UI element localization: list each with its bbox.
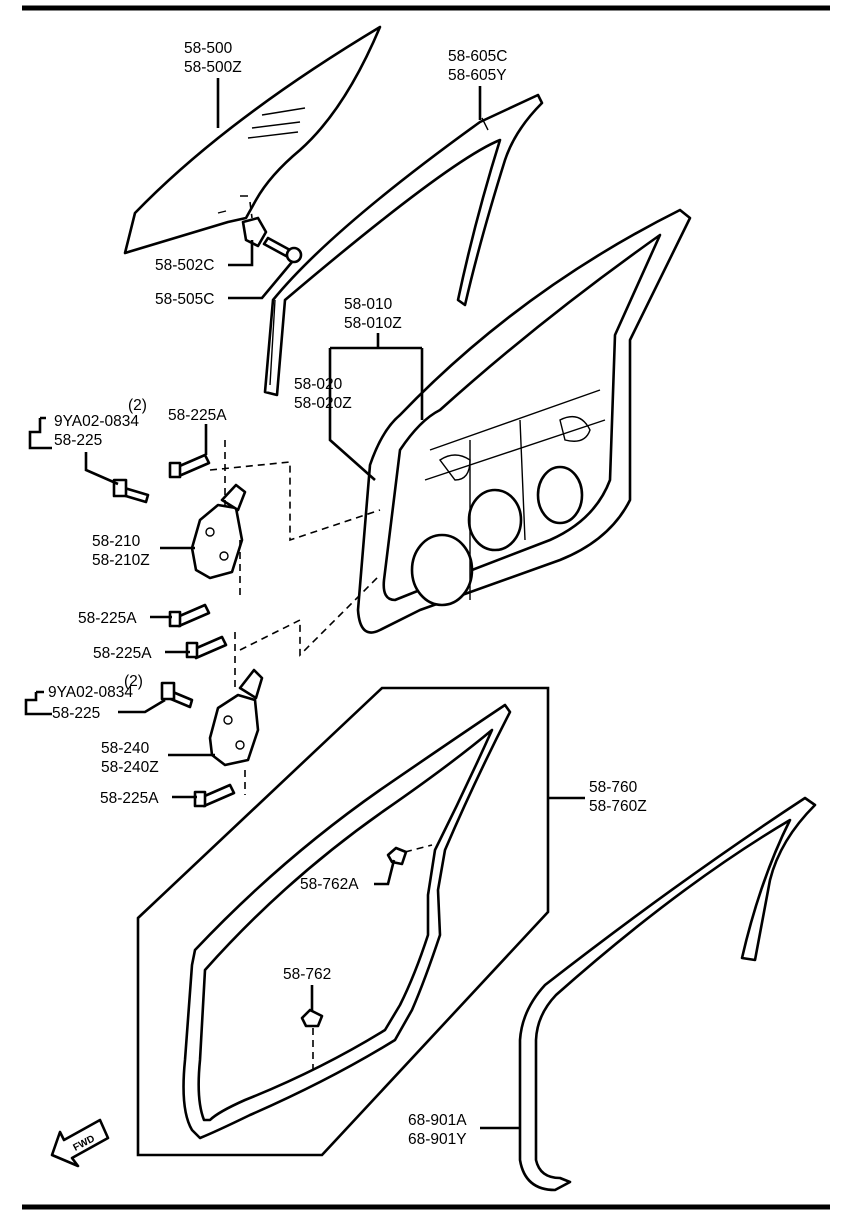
label-glass-2: 58-500Z [184, 59, 242, 76]
bottom-bolt[interactable] [193, 783, 236, 808]
label-seal-2: 68-901Y [408, 1131, 467, 1148]
glass-clip[interactable] [241, 201, 268, 248]
speaker-opening-upper [467, 488, 523, 552]
weatherstrip-clip[interactable] [300, 1008, 324, 1070]
label-door-shell-1: 58-010 [344, 296, 393, 313]
upper-hinge-bolt-ref[interactable] [112, 478, 150, 504]
leader-ref-upper [84, 452, 119, 486]
service-hole [536, 465, 584, 525]
middle-bolt-2[interactable] [185, 635, 228, 660]
glass-screw[interactable] [262, 236, 303, 264]
label-hinge-lower-2: 58-240Z [101, 759, 159, 776]
label-seal-1: 68-901A [408, 1112, 467, 1129]
label-hinge-lower-1: 58-240 [101, 740, 150, 757]
label-ref-upper-code: 9YA02-0834 [54, 413, 139, 430]
weatherstrip-box [136, 686, 550, 1157]
label-ref-lower-code: 9YA02-0834 [48, 684, 133, 701]
leader-clip-762a [374, 859, 396, 886]
middle-bolt-1[interactable] [168, 603, 211, 628]
glass-run-channel[interactable] [263, 93, 544, 397]
speaker-opening-lower [410, 533, 474, 607]
label-clip-762a: 58-762A [300, 876, 359, 893]
label-bolt-upper-top: 58-225A [168, 407, 227, 424]
label-door-panel-1: 58-020 [294, 376, 343, 393]
bracket-ref-lower [24, 690, 52, 716]
window-glass[interactable] [123, 25, 382, 255]
label-glass-1: 58-500 [184, 40, 233, 57]
label-door-panel-2: 58-020Z [294, 395, 352, 412]
label-bolt-mid2: 58-225A [93, 645, 152, 662]
fwd-arrow-icon [50, 1118, 110, 1168]
label-door-shell-2: 58-010Z [344, 315, 402, 332]
label-weatherstrip-2: 58-760Z [589, 798, 647, 815]
label-screw-505c: 58-505C [155, 291, 214, 308]
leader-clip-502c [228, 240, 254, 267]
label-hinge-upper-2: 58-210Z [92, 552, 150, 569]
label-ref-lower-qty: (2) [124, 673, 143, 690]
leader-door [328, 333, 424, 481]
weatherstrip-clip-a[interactable] [386, 844, 433, 866]
leader-ref-lower [118, 698, 166, 714]
label-clip-502c: 58-502C [155, 257, 214, 274]
lower-hinge-bolt-ref[interactable] [160, 681, 194, 709]
label-bolt-mid1: 58-225A [78, 610, 137, 627]
label-ref-lower-part: 58-225 [52, 705, 100, 722]
label-hinge-upper-1: 58-210 [92, 533, 141, 550]
lower-hinge[interactable] [208, 668, 264, 767]
label-bolt-bottom: 58-225A [100, 790, 159, 807]
label-ref-upper-part: 58-225 [54, 432, 102, 449]
assembly-lines [209, 440, 381, 795]
label-clip-762: 58-762 [283, 966, 331, 983]
upper-hinge-bolt-top[interactable] [168, 453, 211, 479]
label-weatherstrip-1: 58-760 [589, 779, 638, 796]
door-shell[interactable] [356, 208, 692, 634]
label-glass-run-1: 58-605C [448, 48, 507, 65]
door-weatherstrip[interactable] [182, 703, 512, 1140]
label-glass-run-2: 58-605Y [448, 67, 507, 84]
door-opening-seal[interactable] [518, 796, 817, 1192]
bracket-ref-upper [28, 416, 52, 450]
upper-hinge[interactable] [190, 483, 247, 580]
leader-screw-505c [228, 261, 293, 300]
label-ref-upper-qty: (2) [128, 397, 147, 414]
